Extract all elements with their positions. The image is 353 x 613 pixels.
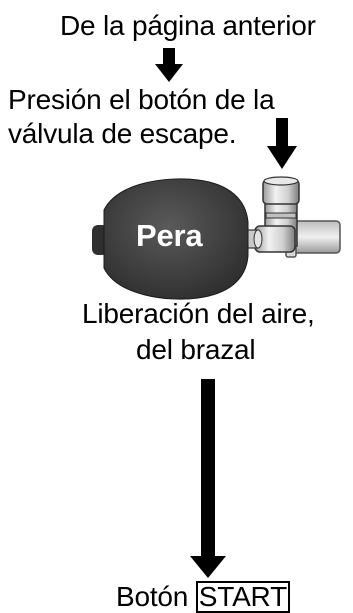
bulb-label: Pera	[136, 218, 203, 253]
press-instruction-line2: válvula de escape.	[8, 118, 237, 149]
start-button-label: START	[195, 581, 290, 613]
from-previous-page-text: De la página anterior	[60, 10, 316, 41]
arrow-down-icon	[190, 379, 226, 578]
arrow-down-icon	[267, 118, 297, 169]
squeeze-bulb-icon	[92, 178, 249, 300]
release-text-line1: Liberación del aire,	[82, 298, 315, 329]
start-instruction: Botón START	[116, 581, 290, 613]
press-instruction-line1: Presión el botón de la	[8, 84, 275, 115]
start-prefix-text: Botón	[116, 581, 189, 612]
release-text-line2: del brazal	[136, 334, 256, 365]
arrow-down-icon	[155, 48, 183, 82]
release-valve-icon	[241, 176, 300, 253]
